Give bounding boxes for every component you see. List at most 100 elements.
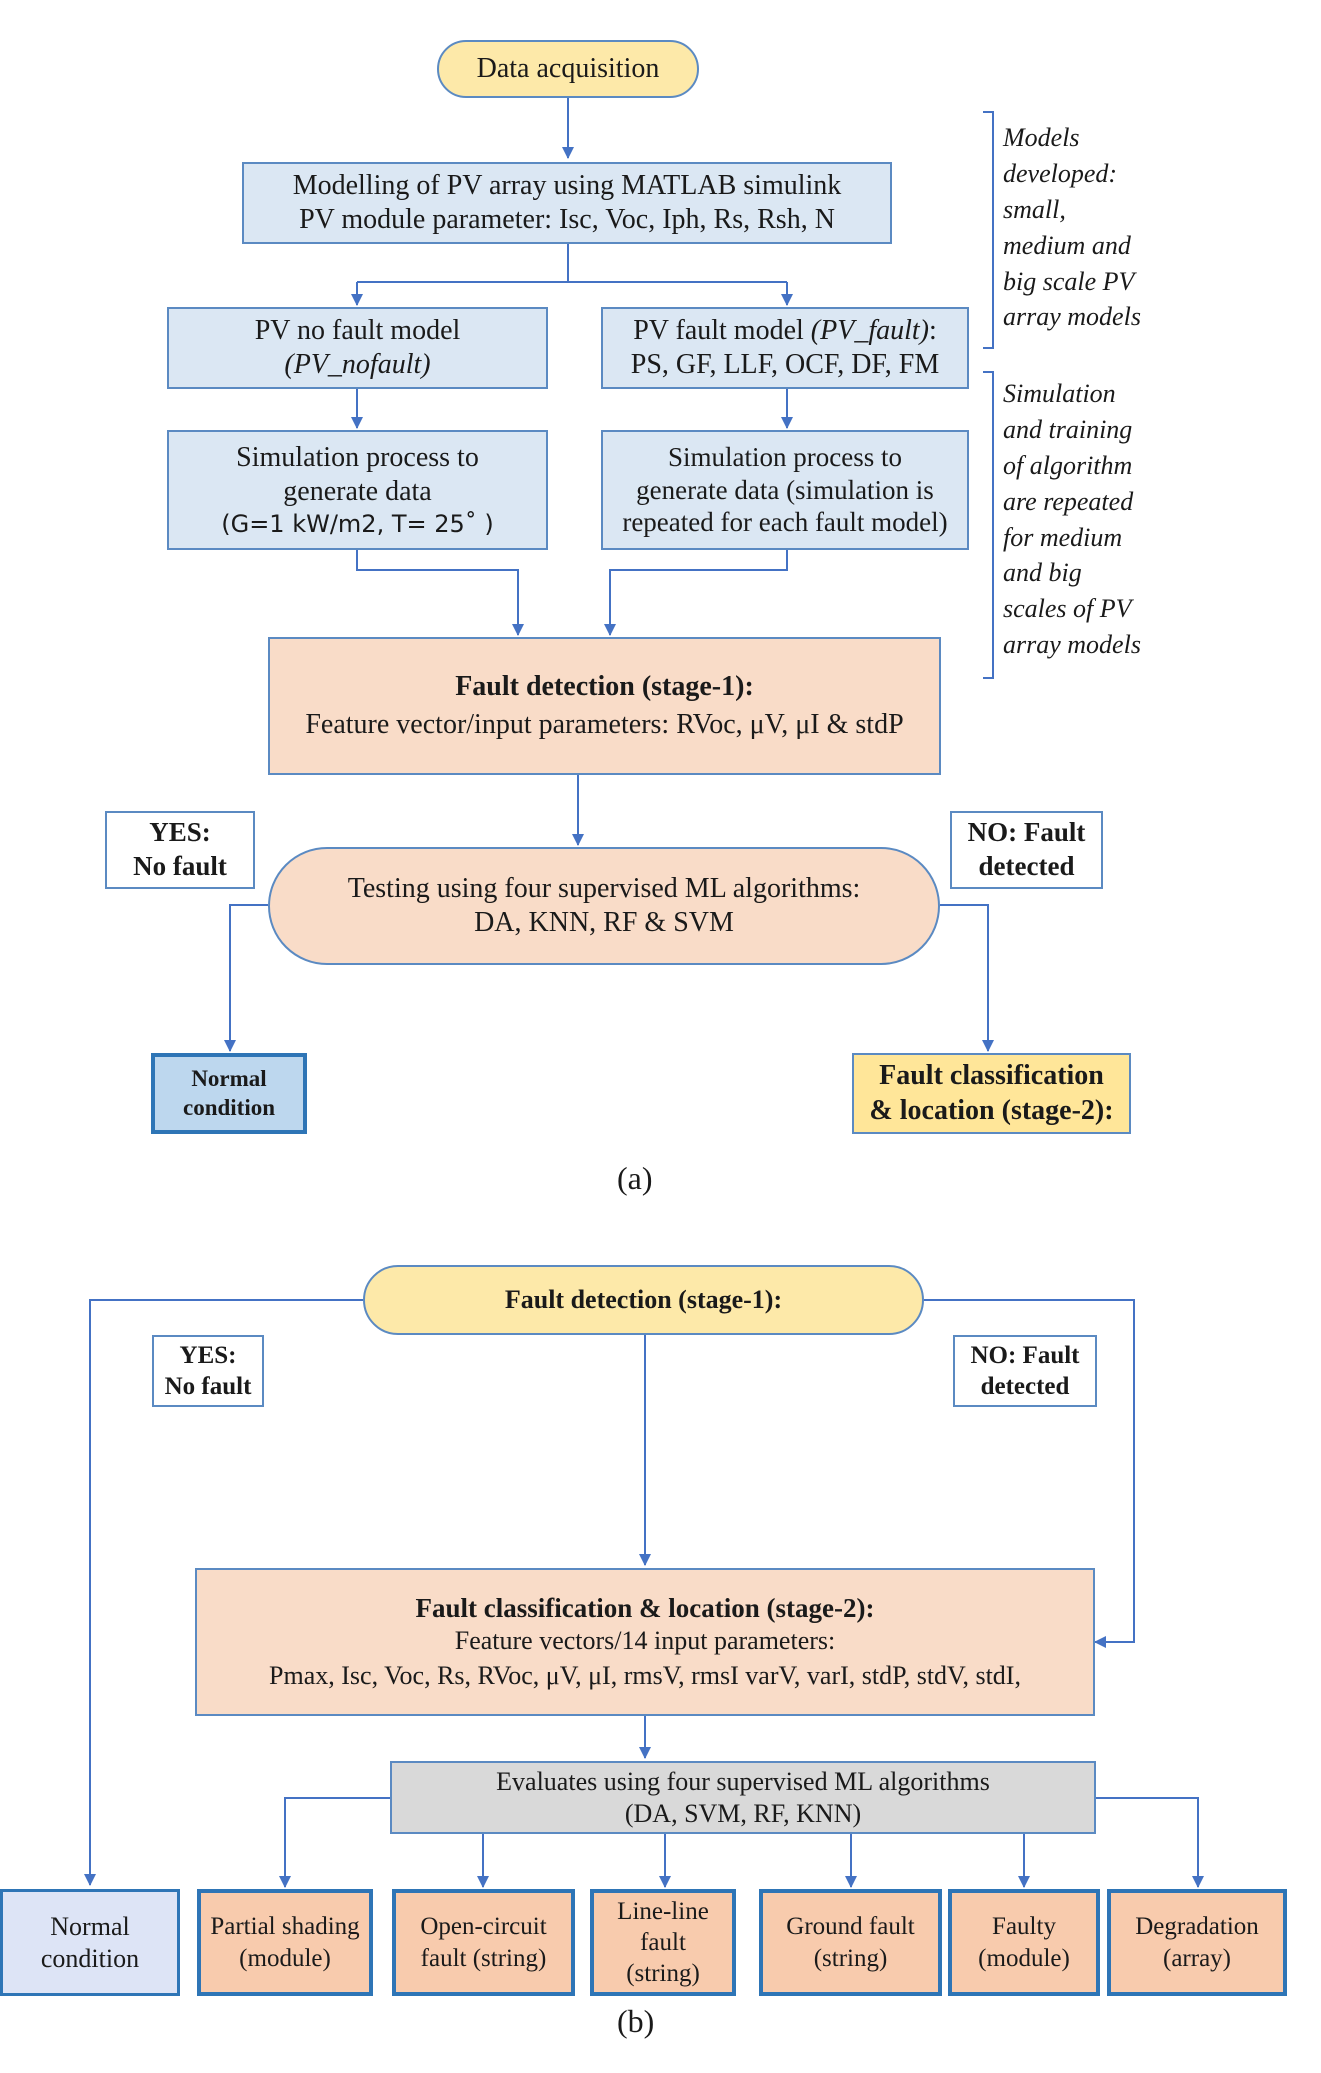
caption-a: (a) — [617, 1160, 653, 1196]
arrow-sim-fault-to-detection — [604, 550, 788, 636]
note-models-line: developed: — [1003, 158, 1118, 188]
output-degradation-line-2: (array) — [1163, 1944, 1231, 1972]
output-lineline-line-1: Line-line — [617, 1897, 709, 1925]
detection-parameters: Feature vector/input parameters: RVoc, μ… — [305, 709, 904, 740]
output-partial-line-1: Partial shading — [210, 1913, 360, 1941]
note-simulation-training: Simulation and training of algorithm are… — [1003, 376, 1141, 663]
bracket-models — [983, 111, 994, 349]
no-flag-b-line-2: detected — [980, 1373, 1070, 1400]
output-faulty-line-1: Faulty — [992, 1913, 1056, 1941]
yes-no-fault-flag-b: YES: No fault — [152, 1335, 264, 1407]
output-partial-line-2: (module) — [239, 1944, 331, 1972]
partial-shading-box: Partial shading (module) — [197, 1889, 373, 1996]
normal-a-line-1: Normal — [191, 1066, 267, 1092]
fault-model-colon: : — [929, 314, 937, 346]
note-models-line: Models — [1003, 123, 1080, 152]
fault-model-line-1: PV fault model (PV_fault): — [633, 314, 937, 348]
arrow-b-no-fault-to-classification — [924, 1299, 1135, 1648]
nofault-model-line-2: (PV_nofault) — [284, 349, 431, 380]
caption-b: (b) — [617, 2003, 655, 2039]
note-simulation-line: are repeated — [1003, 486, 1134, 516]
arrow-sim-nofault-to-detection — [356, 550, 524, 636]
branch-b-evaluates-to-outputs — [284, 1797, 1199, 1883]
note-models-line: array models — [1003, 302, 1141, 332]
output-open-line-1: Open-circuit — [420, 1913, 547, 1941]
sim-fault-line-3: repeated for each fault model) — [622, 507, 948, 538]
yes-flag-b-line-1: YES: — [179, 1341, 237, 1369]
output-lineline-line-2: fault — [640, 1928, 686, 1956]
note-simulation-line: array models — [1003, 630, 1141, 660]
classification-b-title: Fault classification & location (stage-2… — [415, 1592, 875, 1623]
evaluates-line-1: Evaluates using four supervised ML algor… — [496, 1766, 990, 1796]
note-models-line: small, — [1003, 194, 1066, 224]
modelling-box: Modelling of PV array using MATLAB simul… — [242, 162, 892, 244]
note-simulation-line: for medium — [1003, 522, 1123, 552]
evaluates-ml-box: Evaluates using four supervised ML algor… — [390, 1761, 1096, 1834]
output-ground-line-2: (string) — [813, 1944, 888, 1972]
data-acquisition-terminal: Data acquisition — [437, 40, 699, 98]
output-faulty-line-2: (module) — [978, 1944, 1070, 1972]
no-flag-b-line-1: NO: Fault — [970, 1341, 1080, 1369]
testing-line-2: DA, KNN, RF & SVM — [474, 907, 734, 938]
note-models-line: medium and — [1003, 230, 1131, 260]
detection-title: Fault detection (stage-1): — [455, 670, 754, 702]
normal-condition-box-a: Normal condition — [151, 1053, 307, 1134]
sim-nofault-line-3: (G=1 kW/m2, T= 25˚ ) — [221, 509, 494, 538]
modelling-line-2: PV module parameter: Isc, Voc, Iph, Rs, … — [299, 204, 835, 235]
testing-line-1: Testing using four supervised ML algorit… — [347, 872, 861, 904]
note-models-line: big scale PV — [1003, 266, 1135, 296]
fault-classification-box-a: Fault classification & location (stage-2… — [852, 1053, 1131, 1134]
no-fault-detected-flag: NO: Fault detected — [950, 811, 1103, 889]
nofault-model-line-1: PV no fault model — [254, 314, 461, 346]
detection-b-label: Fault detection (stage-1): — [504, 1285, 783, 1315]
sim-fault-line-2: generate data (simulation is — [636, 474, 934, 505]
normal-a-line-2: condition — [182, 1094, 276, 1120]
no-flag-line-2: detected — [978, 851, 1075, 881]
evaluates-line-2: (DA, SVM, RF, KNN) — [624, 1798, 862, 1828]
open-circuit-box: Open-circuit fault (string) — [392, 1889, 575, 1996]
simulation-nofault-box: Simulation process to generate data (G=1… — [167, 430, 548, 550]
arrow-b-detection-to-normal — [84, 1299, 363, 1886]
fault-detection-stage1-box: Fault detection (stage-1): Feature vecto… — [268, 637, 941, 775]
note-simulation-line: of algorithm — [1003, 450, 1133, 480]
sim-nofault-line-2: generate data — [283, 476, 432, 508]
no-fault-detected-flag-b: NO: Fault detected — [953, 1335, 1097, 1407]
classification-a-line-2: & location (stage-2): — [869, 1094, 1114, 1126]
output-ground-line-1: Ground fault — [786, 1913, 915, 1941]
note-simulation-line: and training — [1003, 414, 1133, 444]
no-flag-line-1: NO: Fault — [967, 817, 1086, 848]
simulation-fault-box: Simulation process to generate data (sim… — [601, 430, 969, 550]
yes-no-fault-flag: YES: No fault — [105, 811, 255, 889]
ground-fault-box: Ground fault (string) — [759, 1889, 942, 1996]
sim-fault-line-1: Simulation process to — [668, 441, 902, 472]
arrow-testing-to-normal — [224, 904, 268, 1052]
classification-a-line-1: Fault classification — [879, 1060, 1104, 1092]
note-simulation-line: scales of PV — [1003, 594, 1132, 624]
classification-b-line-2: Feature vectors/14 input parameters: — [454, 1625, 836, 1655]
note-simulation-line: Simulation — [1003, 379, 1116, 408]
classification-b-line-3: Pmax, Isc, Voc, Rs, RVoc, μV, μI, rmsV, … — [269, 1661, 1021, 1691]
fault-model-tag: (PV_fault) — [810, 314, 929, 346]
split-modelling-to-models — [356, 244, 788, 300]
fault-classification-stage2-box: Fault classification & location (stage-2… — [195, 1568, 1095, 1716]
yes-flag-line-1: YES: — [149, 817, 211, 848]
bracket-simulation — [983, 371, 994, 679]
testing-ml-algorithms-terminal: Testing using four supervised ML algorit… — [268, 847, 940, 965]
output-normal-line-1: Normal — [50, 1911, 130, 1941]
fault-detection-terminal-b: Fault detection (stage-1): — [363, 1265, 924, 1335]
data-acquisition-label: Data acquisition — [476, 52, 660, 84]
sim-nofault-line-1: Simulation process to — [236, 442, 479, 474]
output-normal-line-2: condition — [40, 1943, 140, 1973]
output-degradation-line-1: Degradation — [1135, 1913, 1259, 1941]
arrow-testing-to-classification — [940, 904, 994, 1052]
faulty-module-box: Faulty (module) — [948, 1889, 1100, 1996]
pv-fault-model-box: PV fault model (PV_fault): PS, GF, LLF, … — [601, 307, 969, 389]
degradation-box: Degradation (array) — [1107, 1889, 1287, 1996]
output-open-line-2: fault (string) — [420, 1944, 547, 1972]
normal-condition-box-b: Normal condition — [0, 1889, 180, 1996]
note-models-developed: Models developed: small, medium and big … — [1003, 120, 1141, 335]
yes-flag-b-line-2: No fault — [164, 1373, 252, 1400]
note-simulation-line: and big — [1003, 558, 1082, 588]
yes-flag-line-2: No fault — [133, 851, 227, 881]
